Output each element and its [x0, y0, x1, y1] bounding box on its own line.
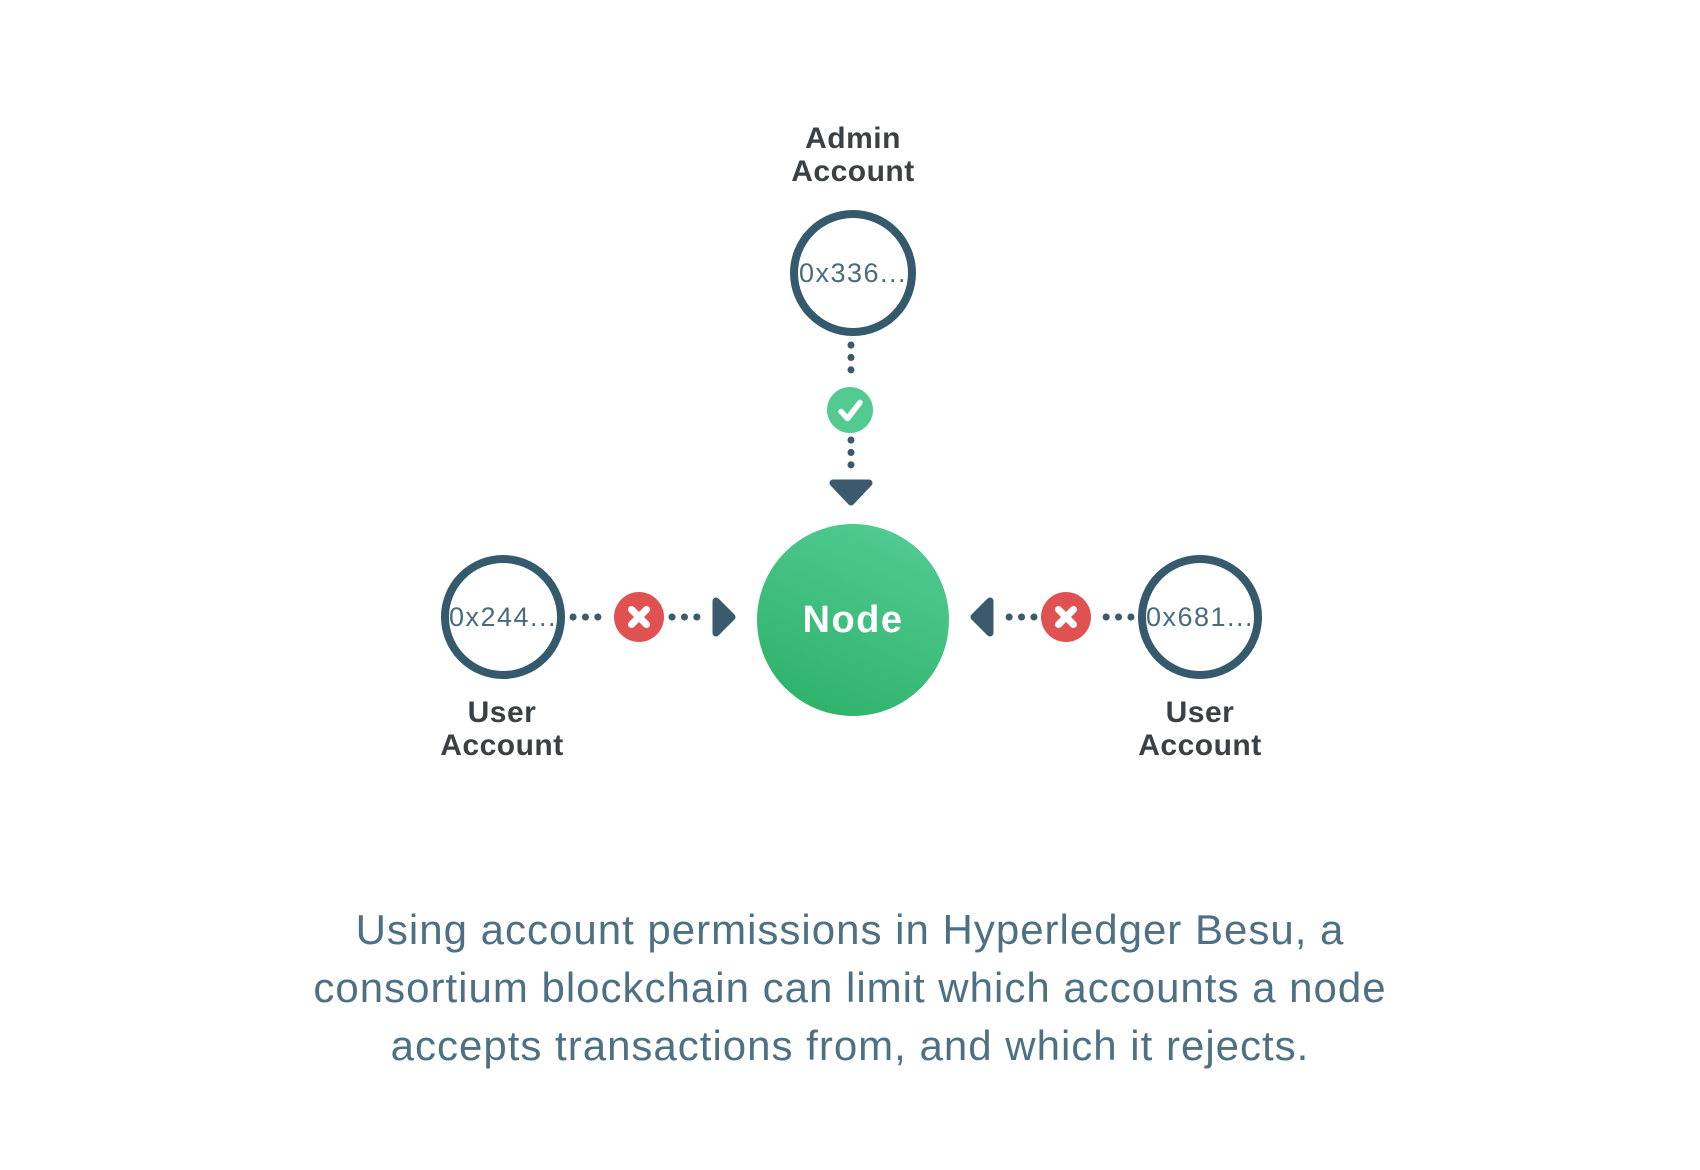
caption: Using account permissions in Hyperledger…: [0, 901, 1700, 1075]
check-icon: [827, 387, 873, 433]
caption-line-2: consortium blockchain can limit which ac…: [313, 964, 1387, 1011]
arrow-down-icon: [829, 479, 873, 506]
user-left-label: User Account: [440, 696, 564, 762]
user-right-label: User Account: [1138, 696, 1262, 762]
admin-account-circle: 0x336...: [790, 210, 916, 336]
x-glyph: [1055, 606, 1077, 628]
user-left-address: 0x244...: [448, 601, 558, 632]
caption-line-3: accepts transactions from, and which it …: [390, 1022, 1310, 1069]
user-left-circle: 0x244...: [441, 555, 565, 679]
arrow-right-icon: [712, 597, 736, 637]
node-circle: Node: [757, 524, 949, 716]
x-icon: [1041, 592, 1091, 642]
node-label: Node: [802, 598, 904, 641]
admin-account-address: 0x336...: [798, 257, 908, 288]
check-glyph: [838, 399, 863, 422]
user-right-circle: 0x681...: [1138, 555, 1262, 679]
user-right-address: 0x681...: [1145, 601, 1255, 632]
x-icon: [614, 592, 664, 642]
caption-line-1: Using account permissions in Hyperledger…: [355, 906, 1345, 953]
x-glyph: [628, 606, 650, 628]
arrow-left-icon: [970, 597, 994, 637]
admin-account-label: Admin Account: [791, 122, 915, 188]
